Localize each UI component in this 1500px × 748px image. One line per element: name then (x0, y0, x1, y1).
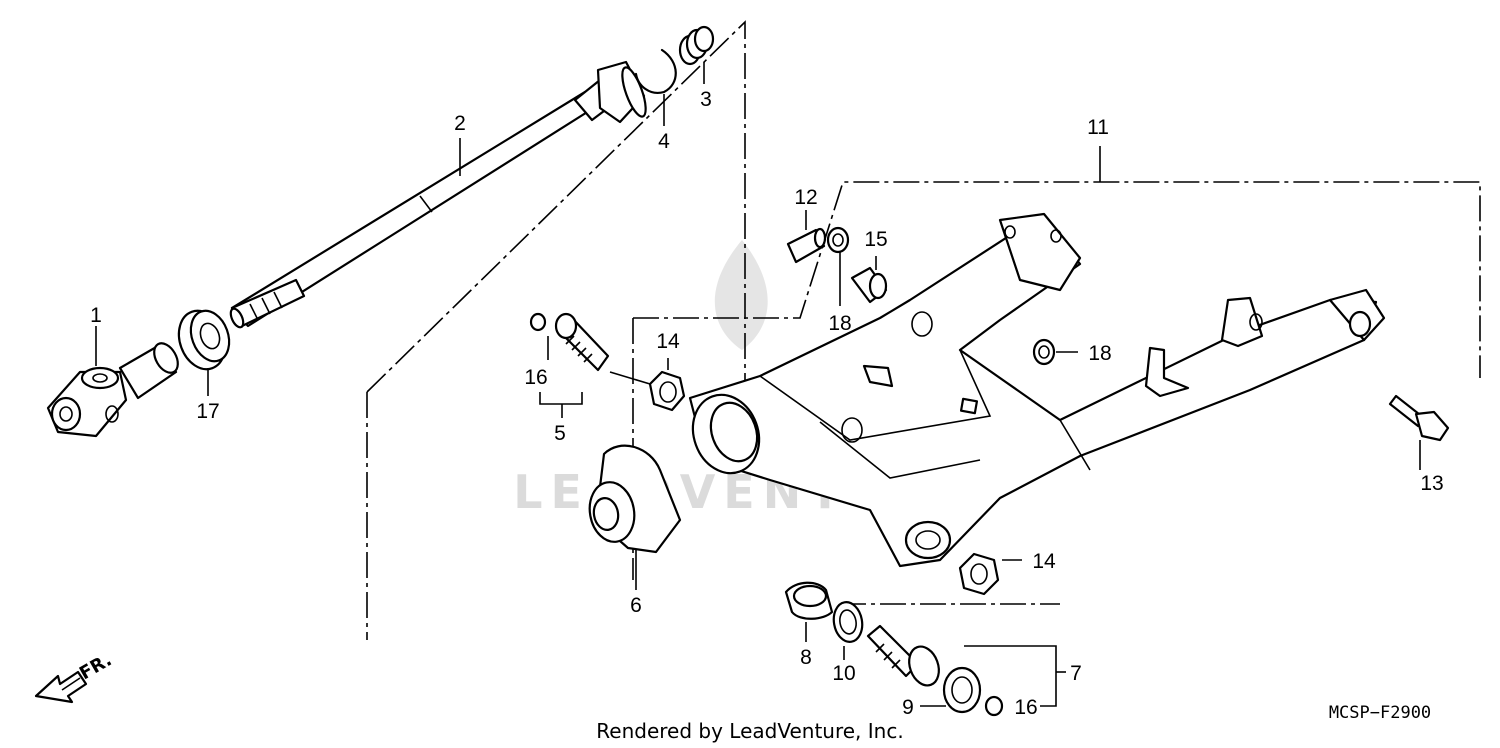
callout-2: 2 (454, 112, 466, 135)
assembly-boundaries (366, 20, 1481, 640)
render-credit: Rendered by LeadVenture, Inc. (596, 719, 903, 743)
callout-15: 15 (864, 228, 887, 251)
callout-8: 8 (800, 646, 812, 669)
spring-part (678, 25, 715, 66)
diagram-code: MCSP−F2900 (1329, 703, 1431, 723)
leader-lines (95, 62, 1421, 707)
collar-15 (850, 266, 888, 304)
callout-5: 5 (554, 422, 566, 445)
callout-10: 10 (832, 662, 855, 685)
collar-12 (786, 227, 827, 264)
washer-18-upper (826, 226, 850, 254)
callout-16-upper: 16 (524, 366, 547, 389)
washer-18-lower (1032, 338, 1056, 366)
pivot-bolt-left (529, 312, 610, 372)
swingarm-body (688, 212, 1386, 568)
watermark-flame-icon (714, 240, 768, 350)
callout-1: 1 (90, 304, 102, 327)
arrow-icon (34, 670, 88, 704)
callout-17: 17 (196, 400, 219, 423)
pivot-bolt-right (866, 624, 940, 687)
callout-14-lower: 14 (1032, 550, 1056, 573)
collar-9 (942, 666, 982, 714)
bearing-part (177, 309, 231, 371)
callout-12: 12 (794, 186, 817, 209)
final-drive-housing (588, 444, 682, 554)
callout-13: 13 (1420, 472, 1443, 495)
drive-shaft (229, 60, 647, 329)
locknut-upper (648, 370, 686, 412)
bushing-8 (784, 581, 834, 620)
circlip-part (634, 48, 677, 94)
bolt-13 (1388, 394, 1450, 442)
seal-10 (832, 601, 864, 643)
front-direction-arrow: FR. (34, 649, 115, 704)
callout-labels: 1 2 3 4 5 6 7 8 9 10 11 12 13 14 14 15 1… (90, 88, 1444, 719)
callout-4: 4 (658, 130, 670, 153)
callout-7: 7 (1070, 662, 1082, 685)
callout-18-upper: 18 (828, 312, 851, 335)
locknut-lower (958, 552, 1000, 596)
callout-3: 3 (700, 88, 712, 111)
callout-11: 11 (1087, 116, 1109, 139)
callout-9: 9 (902, 696, 914, 719)
universal-joint (46, 342, 179, 438)
callout-6: 6 (630, 594, 642, 617)
nut-16-lower (984, 695, 1004, 717)
callout-16-lower: 16 (1014, 696, 1037, 719)
callout-14-upper: 14 (656, 330, 680, 353)
callout-18-lower: 18 (1088, 342, 1111, 365)
